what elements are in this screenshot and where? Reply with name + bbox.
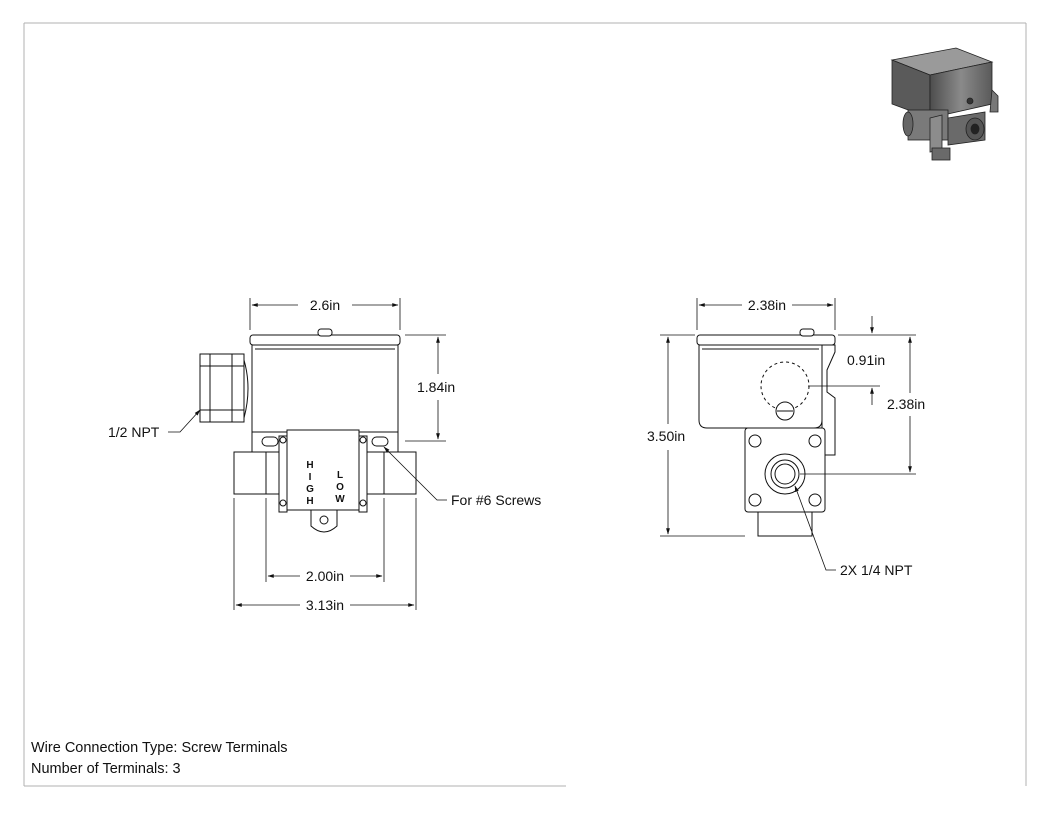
low-letter: L — [337, 470, 343, 481]
dim-port-height-right: 2.38in — [887, 396, 925, 412]
right-view-part — [696, 328, 836, 537]
callout-quarter-npt: 2X 1/4 NPT — [840, 562, 913, 578]
callout-half-npt: 1/2 NPT — [108, 424, 160, 440]
dim-width-bottom-left: 3.13in — [306, 597, 344, 613]
dim-width-mid-left: 2.00in — [306, 568, 344, 584]
sheet-frame — [23, 22, 1027, 787]
isometric-thumbnail — [890, 47, 999, 161]
left-dimension-lines — [168, 298, 447, 610]
callout-screws: For #6 Screws — [451, 492, 541, 508]
low-label: L O W — [335, 470, 345, 505]
high-letter: I — [309, 472, 312, 483]
dim-height-left: 1.84in — [417, 379, 455, 395]
dim-height-right-view: 3.50in — [647, 428, 685, 444]
high-letter: G — [306, 484, 314, 495]
wire-connection-spec: Wire Connection Type: Screw Terminals — [31, 740, 288, 756]
left-view-part — [199, 328, 417, 533]
low-letter: O — [336, 482, 344, 493]
dim-width-top-left: 2.6in — [310, 297, 340, 313]
dim-offset-right: 0.91in — [847, 352, 885, 368]
high-letter: H — [306, 496, 313, 507]
high-letter: H — [306, 460, 313, 471]
right-dimension-lines — [660, 298, 916, 571]
high-label: H I G H — [306, 460, 314, 507]
low-letter: W — [335, 494, 345, 505]
dim-width-top-right: 2.38in — [748, 297, 786, 313]
terminal-count-spec: Number of Terminals: 3 — [31, 761, 181, 777]
